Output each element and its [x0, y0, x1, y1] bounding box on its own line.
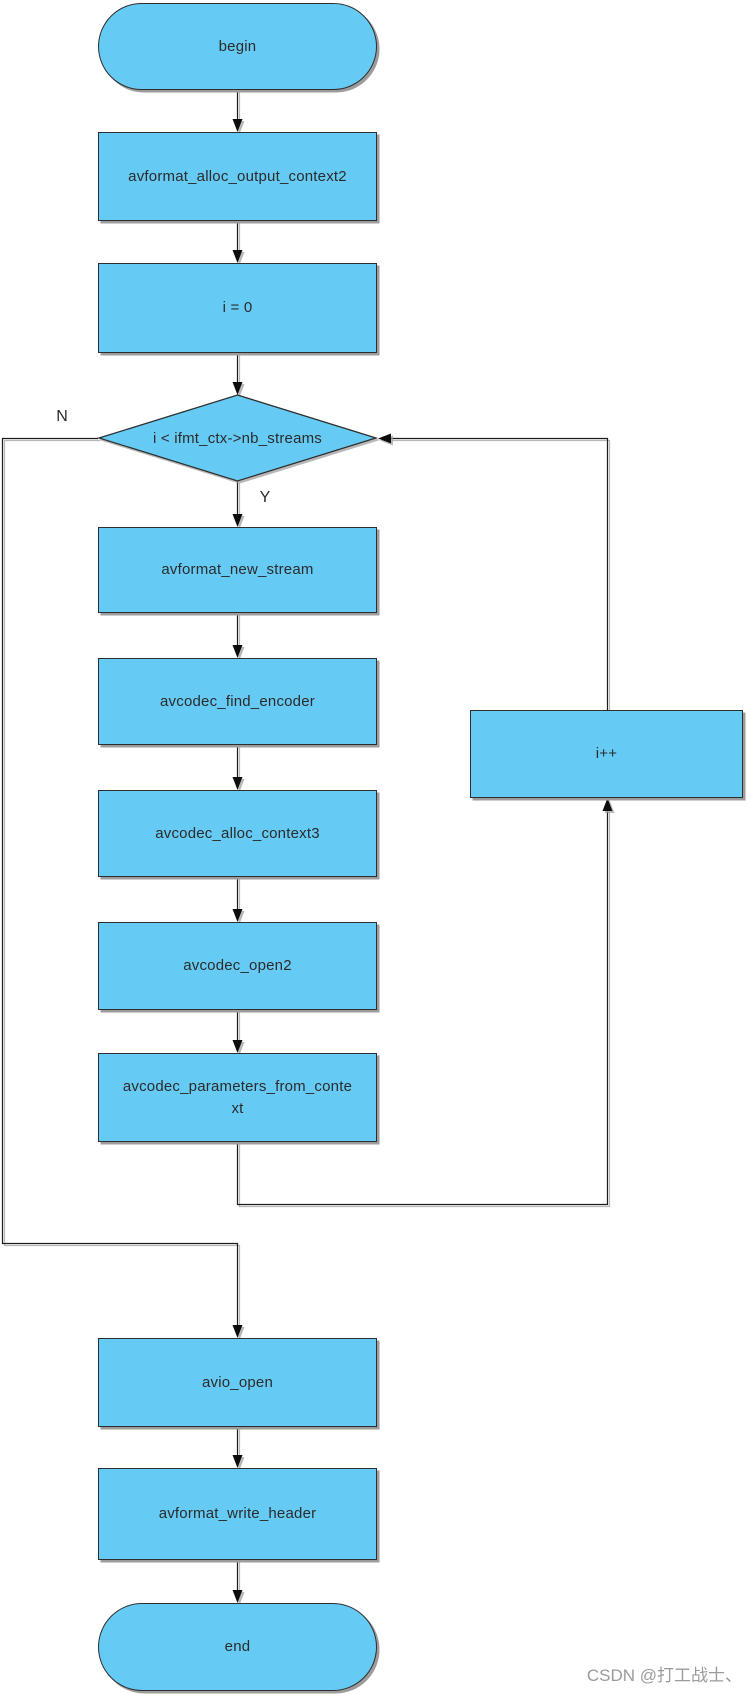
- arrowhead-down-icon: [232, 1590, 243, 1603]
- node-begin: begin: [98, 3, 377, 90]
- node-avcodec-alloc-context3: avcodec_alloc_context3: [98, 790, 377, 877]
- arrowhead-down-icon: [232, 1325, 243, 1338]
- arrowhead-down-icon: [232, 382, 243, 395]
- node-avformat-write-header: avformat_write_header: [98, 1468, 377, 1560]
- node-end-label: end: [224, 1638, 251, 1656]
- arrowhead-down-icon: [232, 909, 243, 922]
- node-begin-label: begin: [218, 37, 257, 55]
- decision-label: i < ifmt_ctx->nb_streams: [152, 429, 323, 447]
- arrowhead-down-icon: [232, 514, 243, 527]
- arrowhead-left-icon: [378, 433, 391, 444]
- edge-params-to-increment: [236, 810, 609, 1206]
- arrowhead-down-icon: [232, 1040, 243, 1053]
- node-avformat-new-stream: avformat_new_stream: [98, 527, 377, 613]
- node-label: avio_open: [201, 1373, 274, 1391]
- node-label: avformat_new_stream: [161, 561, 314, 579]
- node-label: avcodec_alloc_context3: [155, 824, 320, 842]
- node-label: i = 0: [222, 299, 253, 317]
- node-label: i++: [595, 745, 618, 763]
- node-increment: i++: [470, 710, 743, 798]
- branch-label-yes: Y: [259, 489, 271, 506]
- node-avio-open: avio_open: [98, 1338, 377, 1427]
- node-label: avcodec_open2: [183, 957, 292, 975]
- arrowhead-down-icon: [232, 250, 243, 263]
- node-avcodec-parameters-from-context: avcodec_parameters_from_context: [98, 1053, 377, 1142]
- node-label: avformat_write_header: [158, 1505, 317, 1523]
- node-avcodec-open2: avcodec_open2: [98, 922, 377, 1010]
- csdn-watermark: CSDN @打工战士、: [586, 1666, 742, 1685]
- node-label: avformat_alloc_output_context2: [128, 167, 347, 185]
- arrowhead-down-icon: [232, 645, 243, 658]
- node-avcodec-find-encoder: avcodec_find_encoder: [98, 658, 377, 745]
- arrowhead-down-icon: [232, 777, 243, 790]
- node-end: end: [98, 1603, 377, 1691]
- arrowhead-down-icon: [232, 1455, 243, 1468]
- decision-diamond: [96, 394, 379, 482]
- node-label: avcodec_parameters_from_context: [122, 1077, 353, 1117]
- branch-label-no: N: [56, 408, 68, 425]
- edge-increment-to-decision: [390, 437, 609, 710]
- node-i-equals-0: i = 0: [98, 263, 377, 353]
- edge-decision-no: [1, 437, 239, 1326]
- node-avformat-alloc-output-context2: avformat_alloc_output_context2: [98, 132, 377, 221]
- node-label: avcodec_find_encoder: [160, 692, 315, 710]
- arrowhead-down-icon: [232, 119, 243, 132]
- arrowhead-up-icon: [602, 798, 613, 811]
